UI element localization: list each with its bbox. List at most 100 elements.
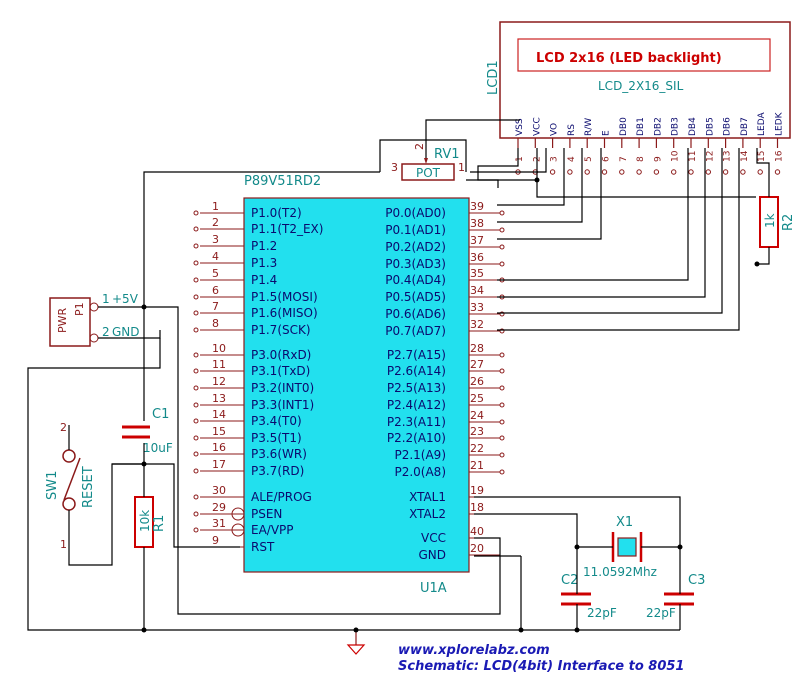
mcu-left-pin-end: [193, 368, 199, 374]
mcu-right-pin-num: 26: [470, 375, 484, 388]
lcd-screen-text: LCD 2x16 (LED backlight): [536, 51, 722, 66]
lcd-pin-num: 9: [653, 156, 663, 162]
mcu-left-pin-end: [193, 402, 199, 408]
mcu-right-pin-num: 21: [470, 459, 484, 472]
lcd-pin-end: [619, 169, 625, 175]
mcu-left-pin-name: P3.4(T0): [251, 414, 302, 428]
mcu-left-pin-num: 8: [212, 317, 219, 330]
c1-value: 10uF: [143, 441, 173, 455]
mcu-right-pin-num: 19: [470, 484, 484, 497]
mcu-left-pin-num: 9: [212, 534, 219, 547]
lcd-pin-num: 1: [515, 156, 525, 162]
mcu-left-pin-name: P1.6(MISO): [251, 306, 318, 320]
lcd-pin-name: DB6: [723, 117, 733, 136]
mcu-ref: U1A: [420, 581, 447, 596]
mcu-right-pin-name: XTAL1: [409, 490, 446, 504]
mcu-left-pin-name: P1.0(T2): [251, 206, 302, 220]
power-body: [49, 297, 91, 347]
mcu-left-pin-end: [193, 210, 199, 216]
x1-body: [617, 537, 637, 557]
mcu-right-pin-num: 25: [470, 392, 484, 405]
lcd-pin-end: [740, 169, 746, 175]
lcd-pin-num: 11: [688, 151, 698, 162]
mcu-pin-inverter: [231, 523, 245, 537]
wires: [27, 119, 770, 631]
lcd-pin-num: 14: [740, 150, 750, 162]
mcu-left-pin-name: P1.2: [251, 239, 277, 253]
mcu-right-pin-end: [499, 352, 505, 358]
c3-value: 22pF: [646, 606, 676, 620]
mcu-right-pin-num: 40: [470, 525, 484, 538]
lcd-pin-name: E: [602, 130, 612, 136]
mcu-left-pin-name: RST: [251, 540, 275, 554]
mcu-left-pin-name: P1.3: [251, 256, 277, 270]
x1-ref: X1: [616, 515, 633, 530]
mcu-left-pin-num: 30: [212, 484, 226, 497]
lcd-pin-name: DB2: [653, 117, 663, 136]
mcu-right-pin-num: 34: [470, 284, 484, 297]
lcd-pin-num: 15: [757, 151, 767, 162]
mcu-right-pin-name: P0.2(AD2): [385, 240, 446, 254]
lcd-pin-end: [705, 169, 711, 175]
mcu-left-pin-name: ALE/PROG: [251, 490, 312, 504]
lcd-pin-num: 7: [619, 156, 629, 162]
sw1-lever: [63, 457, 81, 501]
mcu-right-pin-name: VCC: [421, 531, 446, 545]
lcd-pin-name: DB3: [671, 117, 681, 136]
lcd-ref: LCD1: [486, 60, 501, 95]
power-pin2-num: 2: [102, 325, 110, 339]
lcd-pin-num: 10: [671, 150, 681, 162]
switch-sw1: SW1 RESET 2 1: [45, 421, 96, 551]
footer-caption: Schematic: LCD(4bit) Interface to 8051: [398, 659, 684, 674]
mcu-right-pin-end: [499, 261, 505, 267]
mcu-left-pin-num: 13: [212, 392, 226, 405]
junction-dots: [141, 177, 760, 633]
lcd-pin-num: 8: [636, 156, 646, 162]
mcu-left-pin-num: 3: [212, 233, 219, 246]
lcd-pin-name: VO: [550, 123, 560, 136]
c3-ref: C3: [688, 573, 705, 588]
lcd-pin-end: [671, 169, 677, 175]
mcu-left-pin-end: [193, 468, 199, 474]
mcu-left-pin-name: P3.6(WR): [251, 447, 307, 461]
mcu-right-pin-name: P2.1(A9): [394, 448, 446, 462]
mcu-left-pin-num: 14: [212, 408, 226, 421]
mcu-left-pin-num: 17: [212, 458, 226, 471]
mcu-right-pin-num: 32: [470, 318, 484, 331]
potentiometer-rv1: POT RV1 3 1 2: [391, 143, 465, 181]
sw1-ref: SW1: [45, 471, 60, 500]
mcu-left-pin-end: [193, 243, 199, 249]
mcu-left-pin-end: [193, 260, 199, 266]
c1-ref: C1: [152, 407, 169, 422]
mcu-left-pin-num: 5: [212, 267, 219, 280]
r1-ref: R1: [152, 515, 167, 532]
mcu-right-pin-name: P2.4(A12): [387, 398, 446, 412]
mcu-right-pin-num: 28: [470, 342, 484, 355]
mcu-left-pin-num: 10: [212, 342, 226, 355]
mcu-left-pin-end: [193, 418, 199, 424]
mcu-left-pin-num: 16: [212, 441, 226, 454]
lcd-pin-group: VSS1VCC2VO3RS4R/W5E6DB07DB18DB29DB310DB4…: [515, 111, 785, 175]
lcd-pin-end: [653, 169, 660, 175]
mcu-right-pin-name: P2.6(A14): [387, 364, 446, 378]
lcd-pin-name: DB0: [619, 117, 629, 136]
power-pin1-num: 1: [102, 292, 110, 306]
pot-pin3: 3: [391, 161, 398, 174]
mcu-right-pin-num: 38: [470, 217, 484, 230]
lcd-value: LCD_2X16_SIL: [598, 79, 684, 93]
mcu-right-pin-num: 22: [470, 442, 484, 455]
mcu-left-pin-num: 1: [212, 200, 219, 213]
mcu-right-pin-num: 24: [470, 409, 484, 422]
mcu-right-pin-name: P2.5(A13): [387, 381, 446, 395]
mcu-left-pin-name: EA/VPP: [251, 523, 294, 537]
lcd-pin-name: LEDK: [775, 111, 785, 136]
mcu-left-pin-end: [193, 226, 199, 232]
mcu-left-pin-end: [193, 385, 199, 391]
lcd-pin-num: 16: [775, 150, 785, 162]
mcu-left-pin-name: P1.4: [251, 273, 277, 287]
mcu-left-pin-name: P3.1(TxD): [251, 364, 310, 378]
mcu-right-pin-name: P2.3(A11): [387, 415, 446, 429]
lcd-pin-num: 13: [723, 151, 733, 162]
lcd-pin-name: LEDA: [757, 112, 767, 136]
